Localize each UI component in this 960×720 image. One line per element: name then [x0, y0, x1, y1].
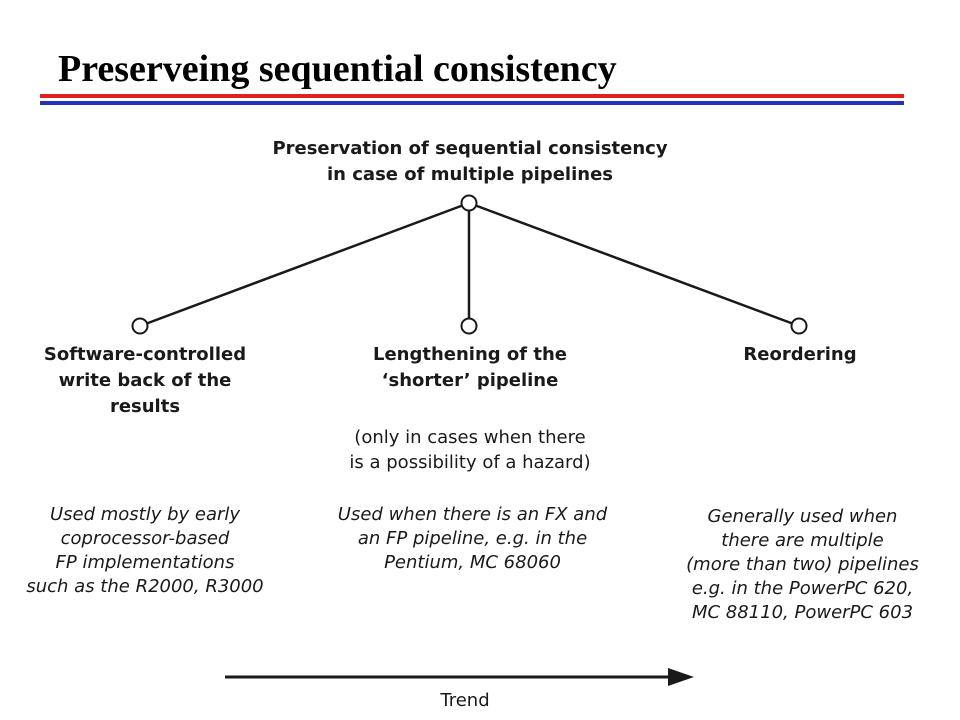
usage-note-line: coprocessor-based — [60, 528, 230, 549]
branch-label-lengthening: Lengthening of the ‘shorter’ pipeline — [330, 342, 610, 394]
title-rule-red — [40, 94, 904, 98]
branch-label-line: ‘shorter’ pipeline — [381, 370, 559, 391]
usage-note-line: there are multiple — [721, 530, 884, 551]
root-label-line: in case of multiple pipelines — [327, 164, 613, 185]
title-rule-blue — [40, 101, 904, 105]
usage-note-line: Used when there is an FX and — [337, 504, 608, 525]
usage-note-reordering: Generally used when there are multiple (… — [655, 505, 950, 625]
usage-note-line: e.g. in the PowerPC 620, — [691, 578, 914, 599]
root-label: Preservation of sequential consistency i… — [230, 136, 710, 188]
branch-node-1 — [131, 317, 149, 335]
branch-node-2 — [460, 317, 478, 335]
branch-label-line: write back of the — [58, 370, 232, 391]
slide-title: Preserveing sequential consistency — [58, 48, 617, 90]
usage-note-line: FP implementations — [55, 552, 235, 573]
usage-note-line: (more than two) pipelines — [686, 554, 919, 575]
usage-note-line: Used mostly by early — [49, 504, 241, 525]
branch-label-line: Reordering — [743, 344, 857, 365]
usage-note-software-controlled: Used mostly by early coprocessor-based F… — [0, 503, 290, 599]
branch-label-line: Software-controlled — [43, 344, 247, 365]
branch-label-reordering: Reordering — [700, 342, 900, 368]
usage-note-line: an FP pipeline, e.g. in the — [357, 528, 588, 549]
usage-note-lengthening: Used when there is an FX and an FP pipel… — [305, 503, 640, 575]
branch-label-line: results — [109, 396, 181, 417]
root-node — [460, 194, 478, 212]
connector-left — [139, 201, 470, 328]
hazard-note: (only in cases when there is a possibili… — [310, 425, 630, 475]
branch-node-3 — [790, 317, 808, 335]
root-label-line: Preservation of sequential consistency — [272, 138, 668, 159]
hazard-note-line: is a possibility of a hazard) — [349, 452, 591, 473]
trend-arrow-head — [668, 668, 694, 686]
usage-note-line: MC 88110, PowerPC 603 — [691, 602, 914, 623]
branch-label-line: Lengthening of the — [372, 344, 568, 365]
usage-note-line: Generally used when — [707, 506, 898, 527]
usage-note-line: Pentium, MC 68060 — [384, 552, 561, 573]
connector-right — [468, 201, 800, 328]
trend-label: Trend — [440, 690, 490, 711]
branch-label-software-controlled: Software-controlled write back of the re… — [10, 342, 280, 420]
hazard-note-line: (only in cases when there — [354, 427, 586, 448]
usage-note-line: such as the R2000, R3000 — [26, 576, 264, 597]
